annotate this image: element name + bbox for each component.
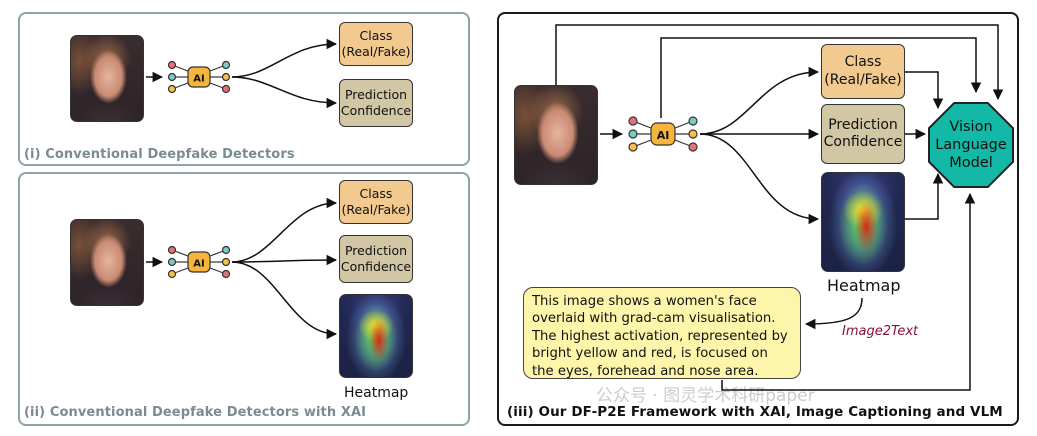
input-face-image: [70, 219, 144, 306]
image2text-label: Image2Text: [842, 324, 919, 339]
class-label: Class: [359, 186, 393, 202]
panel-caption-i: (i) Conventional Deepfake Detectors: [24, 147, 295, 162]
panel-conventional-detectors-xai: [18, 172, 470, 426]
ai-label: AI: [193, 259, 204, 270]
class-output-box: Class(Real/Fake): [339, 180, 413, 224]
watermark-text: 公众号 · 图灵学术科研paper: [596, 386, 815, 406]
arrow-heatmap-to-vlm: [905, 172, 944, 220]
arrow-ai-to-heatmap: [699, 133, 820, 225]
confidence-label: Confidence: [823, 134, 903, 150]
class-sublabel: (Real/Fake): [824, 71, 902, 88]
image-caption-textbox: This image shows a women's face overlaid…: [523, 287, 801, 379]
heatmap-image: [339, 294, 413, 378]
prediction-label: Prediction: [828, 116, 898, 133]
arrow-ai-to-prediction: [231, 76, 338, 109]
arrow-ai-to-class: [699, 66, 820, 135]
panel-conventional-detectors: [18, 12, 470, 166]
class-output-box: Class(Real/Fake): [821, 44, 905, 99]
arrow-face-to-vlm: [555, 24, 1004, 101]
class-sublabel: (Real/Fake): [341, 44, 411, 59]
vlm-label-model: Model: [949, 155, 993, 172]
vlm-label-vision: Vision: [949, 118, 993, 135]
input-face-image: [514, 85, 598, 185]
arrow-ai-to-vlm: [660, 37, 982, 118]
panel-caption-iii: (iii) Our DF-P2E Framework with XAI, Ima…: [507, 404, 1003, 420]
arrow-ai-to-prediction: [231, 254, 338, 266]
heatmap-image: [821, 172, 905, 272]
class-label: Class: [844, 54, 882, 70]
confidence-label: Confidence: [340, 103, 412, 118]
ai-model-node: AI: [167, 60, 231, 94]
panel-df-p2e-framework: [497, 12, 1019, 426]
ai-label: AI: [657, 129, 670, 142]
ai-label: AI: [193, 74, 204, 85]
ai-model-node: AI: [167, 245, 231, 279]
arrow-ai-to-heatmap: [231, 261, 338, 340]
arrow-heatmap-to-caption: [804, 297, 863, 330]
arrow-class-to-vlm: [905, 71, 944, 110]
vlm-label-language: Language: [935, 136, 1007, 153]
arrow-ai-to-class: [231, 197, 338, 263]
image-caption-text: This image shows a women's face overlaid…: [532, 294, 788, 379]
heatmap-label: Heatmap: [344, 385, 409, 401]
panel-caption-ii: (ii) Conventional Deepfake Detectors wit…: [24, 405, 367, 420]
heatmap-label: Heatmap: [827, 276, 901, 295]
input-face-image: [70, 35, 144, 122]
ai-model-node: AI: [628, 116, 698, 152]
prediction-label: Prediction: [344, 243, 408, 259]
prediction-label: Prediction: [344, 87, 408, 103]
arrow-ai-to-class: [231, 38, 338, 78]
arrow-caption-to-vlm: [721, 192, 976, 391]
confidence-label: Confidence: [340, 259, 412, 274]
class-label: Class: [359, 28, 393, 44]
class-output-box: Class(Real/Fake): [339, 22, 413, 66]
class-sublabel: (Real/Fake): [341, 202, 411, 217]
